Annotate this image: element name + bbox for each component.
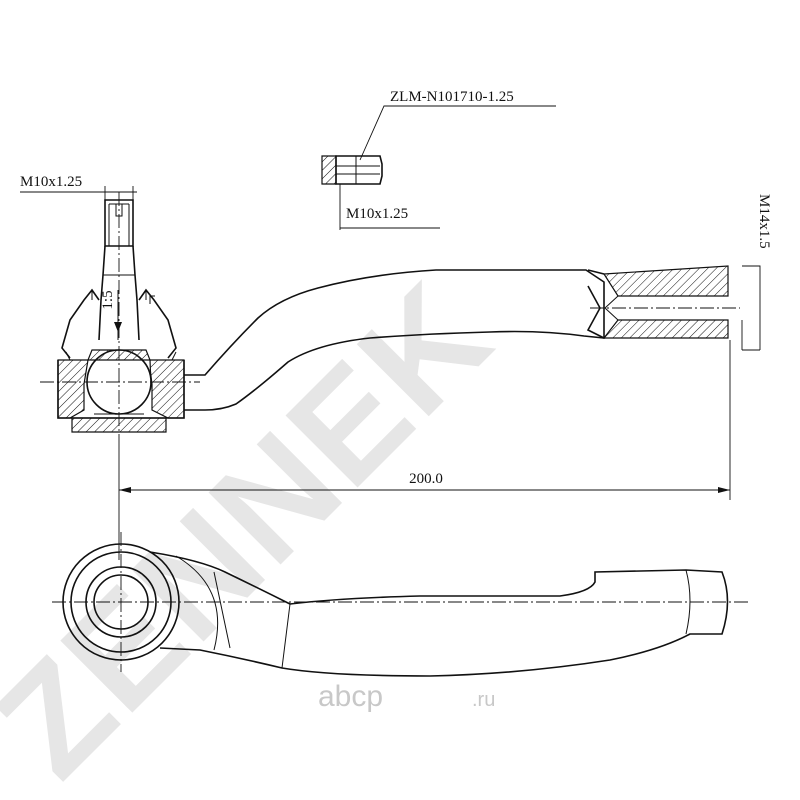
plan-view <box>52 532 748 677</box>
overall-length-label: 200.0 <box>409 471 443 487</box>
inner-thread-leader <box>741 265 761 351</box>
tie-rod-arm <box>184 269 605 411</box>
nut-part-number: ZLM-N101710-1.25 <box>390 89 514 105</box>
side-section-view: 1:5 M14x1.5 M10x1.25 <box>20 174 772 440</box>
dust-boot-lip <box>91 290 155 304</box>
inner-thread-label: M14x1.5 <box>756 194 772 249</box>
bore-upper-wall <box>602 265 729 297</box>
bore-cone-tip <box>586 269 605 339</box>
housing-right-wall <box>149 359 185 419</box>
nut-flats <box>336 156 380 184</box>
dust-boot <box>61 288 177 359</box>
taper-arrow-head <box>114 322 122 332</box>
stud-thread-label: M10x1.25 <box>20 174 82 190</box>
site-watermark-tld: .ru <box>472 689 495 711</box>
overall-dim-lines <box>118 340 731 560</box>
bore-lower-wall <box>602 319 729 339</box>
plan-arm-outline <box>149 551 729 677</box>
plan-arm-edges <box>175 555 291 669</box>
stud-taper <box>98 245 140 341</box>
site-watermark: abcp .ru <box>318 680 495 713</box>
plan-bore-end <box>685 569 691 635</box>
bore-drill-point <box>604 295 619 321</box>
site-watermark-name: abcp <box>318 680 383 713</box>
nut-body <box>335 155 383 185</box>
boot-clip <box>65 351 177 361</box>
castle-nut: M10x1.25 ZLM-N101710-1.25 <box>321 89 556 230</box>
taper-ratio-label: 1:5 <box>100 290 116 309</box>
overall-length-dimension: 200.0 <box>118 340 731 560</box>
nut-part-leader <box>359 105 556 161</box>
nut-thread-dim-line <box>339 184 440 230</box>
nut-thread-label: M10x1.25 <box>346 206 408 222</box>
housing-left-wall <box>57 359 89 419</box>
stud-hex-socket <box>115 203 123 217</box>
stud-thread-dim-line <box>20 186 137 200</box>
nut-left-section <box>321 155 337 185</box>
